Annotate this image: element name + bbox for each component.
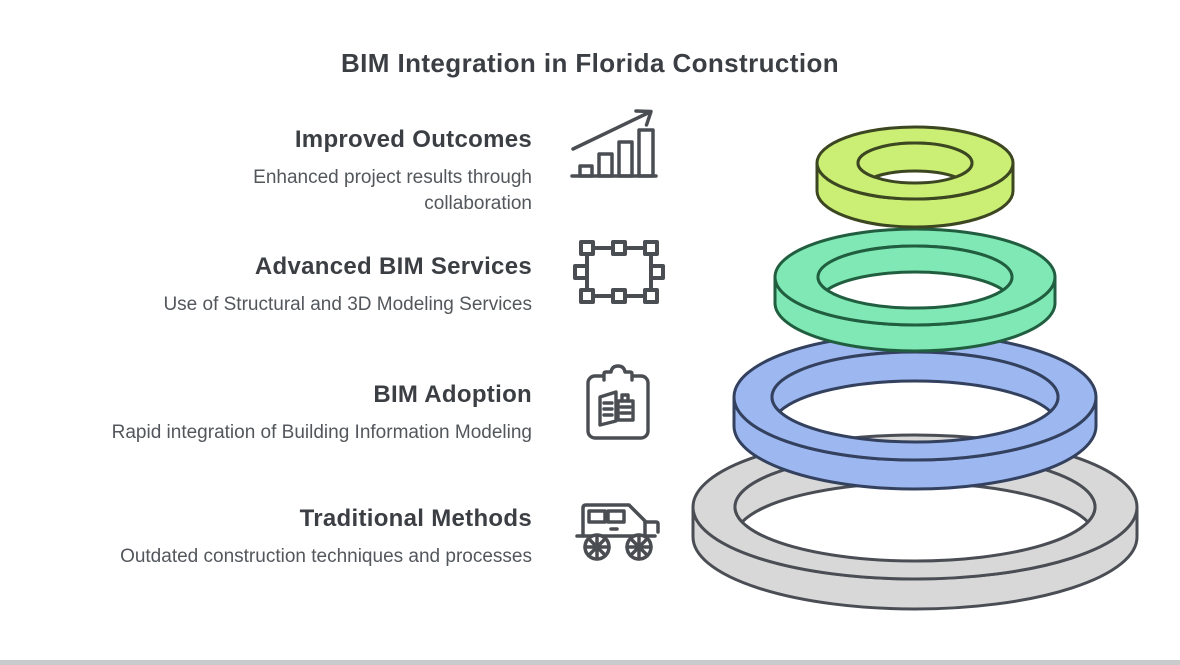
item-description: Rapid integration of Building Informatio…	[111, 422, 532, 443]
item-description: Enhanced project results through collabo…	[253, 167, 532, 214]
item-heading: BIM Adoption	[373, 381, 532, 408]
item-heading: Traditional Methods	[299, 505, 532, 532]
item-heading: Improved Outcomes	[294, 126, 532, 153]
growth-chart-icon	[566, 103, 662, 183]
item-heading: Advanced BIM Services	[254, 253, 532, 280]
clipboard-plan-icon	[578, 364, 658, 442]
pyramid-ring-2	[732, 332, 1098, 491]
list-item-traditional-methods: Traditional Methods Outdated constructio…	[40, 505, 532, 570]
list-item-bim-adoption: BIM Adoption Rapid integration of Buildi…	[40, 381, 532, 446]
page-title: BIM Integration in Florida Construction	[340, 48, 840, 78]
carriage-icon	[567, 490, 663, 562]
item-description: Outdated construction techniques and pro…	[120, 546, 532, 567]
model-frame-icon	[571, 236, 667, 308]
pyramid-ring-0	[815, 125, 1015, 229]
pyramid-ring-1	[773, 227, 1057, 353]
bottom-edge-bar	[0, 660, 1180, 665]
item-description: Use of Structural and 3D Modeling Servic…	[163, 294, 532, 315]
list-item-advanced-bim-services: Advanced BIM Services Use of Structural …	[40, 253, 532, 318]
list-item-improved-outcomes: Improved Outcomes Enhanced project resul…	[40, 126, 532, 217]
